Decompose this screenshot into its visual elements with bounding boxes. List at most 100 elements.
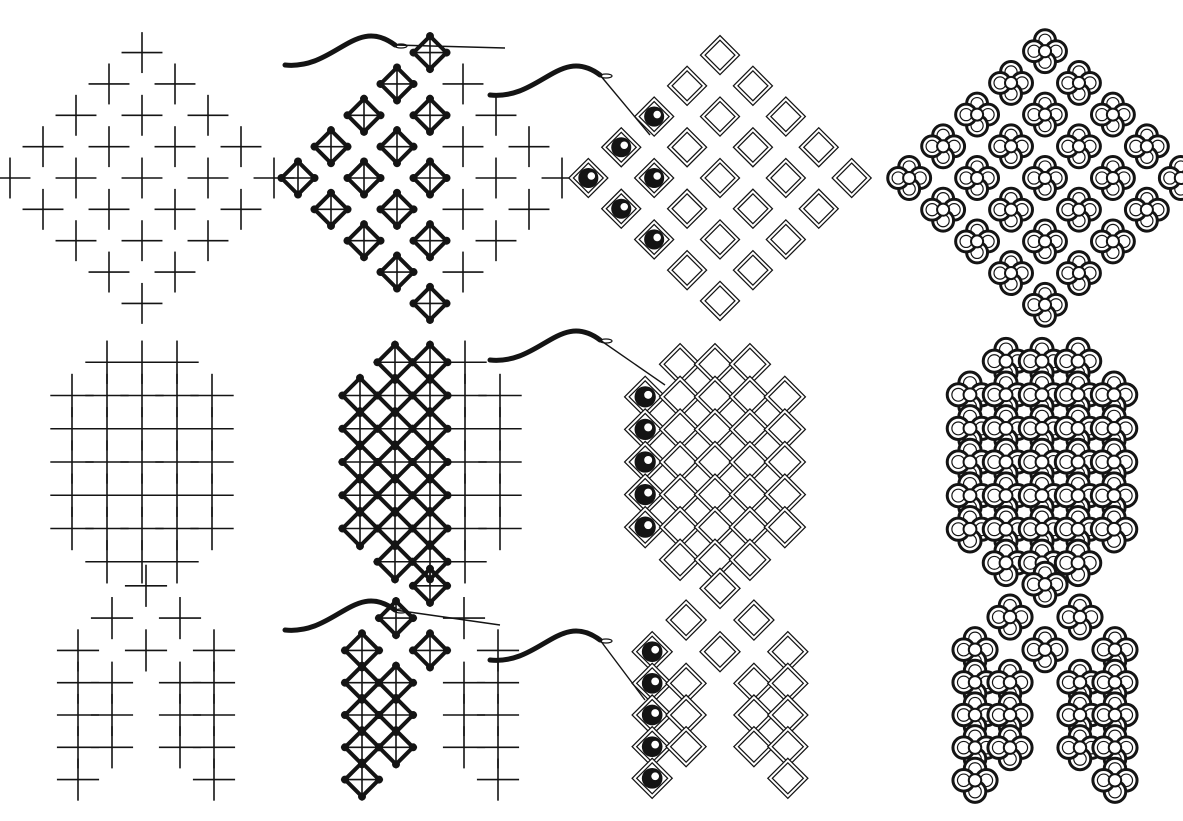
interlace-ring-outer [736,69,770,103]
stitch-knot [392,726,400,734]
needle-with-thread [490,631,645,700]
stitch-knot [344,205,352,213]
stitch-knot [377,80,385,88]
stitch-knot [409,358,417,366]
knot-center [1036,456,1049,469]
stitch-knot [377,268,385,276]
stitch-knot [409,458,417,466]
stitch-knot [393,189,401,197]
knot-center [1109,709,1121,721]
interlace-ring-outer [732,541,769,578]
stitch-knot [426,441,434,449]
worked-knot-hole [651,741,659,749]
stitch-knot [410,49,418,57]
stitch-knot [409,392,417,400]
worked-knot-hole [651,709,659,717]
interlace-ring-outer [736,729,772,765]
stitch-knot [356,407,364,415]
worked-knot-hole [651,677,659,685]
knot-center [1074,611,1086,623]
stitch-knot [339,458,347,466]
knot-center [964,523,977,536]
knot-center [1036,523,1049,536]
stitch-knot [444,558,452,566]
knot-center [1000,355,1013,368]
knot-center [1000,556,1013,569]
knot-center [1109,676,1121,688]
knot-center [1039,235,1051,247]
knot-center [1072,456,1085,469]
worked-knot-hole [644,521,652,529]
stitch-knot [374,491,382,499]
knot-center [969,741,981,753]
stitch-knot [339,525,347,533]
knot-center [964,422,977,435]
stitch-knot [444,425,452,433]
stitch-knot [409,646,417,654]
stitch-knot [392,597,400,605]
stitch-knot [341,646,349,654]
stitch-knot [443,111,451,119]
needle-with-thread [285,36,505,65]
stitch-knot [444,358,452,366]
interlace-ring-outer [834,161,868,195]
stitch-knot [426,95,434,103]
stitch-knot [360,95,368,103]
stitch-knot [426,65,434,73]
worked-knot-hole [620,203,628,211]
interlace-ring-outer [703,284,737,318]
stitch-knot [341,679,349,687]
interlace-ring-outer [802,130,836,164]
stitch-knot [393,126,401,134]
needle [600,340,665,385]
stitch-knot [311,174,319,182]
stitch-knot [339,425,347,433]
interlace-ring-outer [703,38,737,72]
stitch-knot [426,474,434,482]
stitch-knot [339,491,347,499]
stitch-knot [360,253,368,261]
knot-center [1109,643,1121,655]
stitch-knot [426,540,434,548]
stitch-knot [426,283,434,291]
stitch-knot [444,458,452,466]
knot-center [937,204,949,216]
interlace-ring-outer [668,729,704,765]
knot-center [1005,204,1017,216]
stitch-knot [375,614,383,622]
interlace-ring-outer [769,99,803,133]
stitch-knot [443,237,451,245]
grid-arch [57,565,235,801]
stitch-knot [374,558,382,566]
knot-center [971,235,983,247]
stitch-knot [409,614,417,622]
stitch-knot [391,575,399,583]
stitch-knot [409,679,417,687]
stitch-knot [356,542,364,550]
stitch-knot [327,126,335,134]
knot-center [1005,267,1017,279]
stitch-knot [409,558,417,566]
stitch-knot [360,158,368,166]
stitch-knot [426,507,434,515]
stitch-knot [410,174,418,182]
grid-diamond [0,32,294,324]
stitch-knot [426,407,434,415]
stitch-knot [443,646,451,654]
stitch-knot [344,237,352,245]
interlace-ring-outer [736,253,770,287]
stitch-knot [410,143,418,151]
stitch-knot [375,711,383,719]
stitch-knot [409,582,417,590]
stitch-knot [377,237,385,245]
stitch-knot [409,711,417,719]
stitch-knot [374,425,382,433]
stitch-knot [375,646,383,654]
finished-octagon [947,338,1137,585]
stitch-knot [393,222,401,230]
knot-center [969,676,981,688]
stitch-knot [443,299,451,307]
knot-center [1036,355,1049,368]
knot-center [1000,388,1013,401]
knot-center [969,643,981,655]
